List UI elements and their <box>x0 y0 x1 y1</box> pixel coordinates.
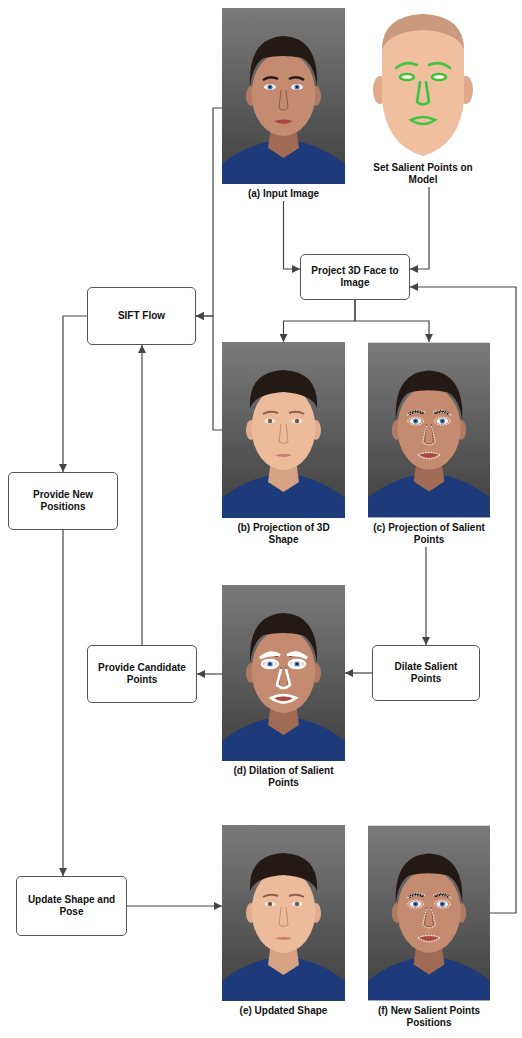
salient-photo <box>368 343 490 518</box>
new-salient-points <box>407 893 452 942</box>
dilated-points <box>260 653 307 703</box>
box-label: Dilate Salient Points <box>379 661 473 685</box>
box-label: SIFT Flow <box>118 310 165 322</box>
flow-arrow <box>141 345 142 645</box>
image-frame <box>368 342 490 518</box>
updated-shape <box>222 825 345 1001</box>
image-frame <box>368 825 490 1001</box>
image-panel: (a) Input Image <box>222 8 345 201</box>
image-panel: (f) New Salient Points Positions <box>368 825 490 1030</box>
flow-arrow <box>62 530 63 876</box>
image-panel: (c) Projection of Salient Points <box>368 342 490 547</box>
process-box: Dilate Salient Points <box>372 645 480 701</box>
box-label: Update Shape and Pose <box>23 894 120 918</box>
image-frame <box>368 10 478 158</box>
flow-arrow <box>63 316 87 472</box>
flow-arrow <box>410 187 429 269</box>
flow-arrow <box>196 108 222 316</box>
flow-arrow <box>355 300 429 342</box>
image-caption: (c) Projection of Salient Points <box>368 522 490 547</box>
image-caption: (a) Input Image <box>222 188 345 201</box>
input-photo <box>222 8 345 184</box>
image-panel: (b) Projection of 3D Shape <box>222 342 345 547</box>
image-frame <box>222 342 345 518</box>
flow-arrow <box>345 672 372 673</box>
face-model <box>368 10 478 158</box>
image-panel: (d) Dilation of Salient Points <box>222 585 345 790</box>
image-frame <box>222 585 345 761</box>
salient-points <box>407 410 452 459</box>
flow-arrow <box>127 905 222 906</box>
image-caption: (b) Projection of 3D Shape <box>222 522 345 547</box>
flow-arrow <box>410 287 516 913</box>
image-frame <box>222 8 345 184</box>
flow-arrow <box>284 300 356 342</box>
box-label: Project 3D Face to Image <box>307 265 403 289</box>
process-box: Project 3D Face to Image <box>300 254 410 300</box>
flow-arrow <box>196 316 222 430</box>
process-box: Provide Candidate Points <box>87 645 197 703</box>
image-caption: Set Salient Points on Model <box>368 162 478 187</box>
projected-shape <box>222 342 345 518</box>
image-caption: (e) Updated Shape <box>222 1005 345 1018</box>
dilation-photo <box>222 585 345 761</box>
box-label: Provide New Positions <box>15 489 111 513</box>
process-box: Update Shape and Pose <box>16 876 127 936</box>
image-panel: (e) Updated Shape <box>222 825 345 1018</box>
new-salient-photo <box>368 826 490 1001</box>
process-box: Provide New Positions <box>8 472 118 530</box>
image-caption: (f) New Salient Points Positions <box>368 1005 490 1030</box>
process-box: SIFT Flow <box>87 287 196 345</box>
flow-arrow <box>425 547 426 645</box>
flow-arrow <box>284 201 301 269</box>
image-caption: (d) Dilation of Salient Points <box>222 765 345 790</box>
box-label: Provide Candidate Points <box>94 662 190 686</box>
image-panel: Set Salient Points on Model <box>368 10 478 187</box>
flow-arrow <box>197 673 222 674</box>
image-frame <box>222 825 345 1001</box>
